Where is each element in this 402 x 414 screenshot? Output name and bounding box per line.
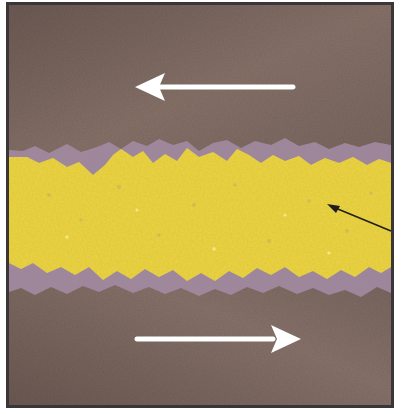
fault-gouge-band: [9, 148, 391, 281]
figure-panel: [6, 2, 394, 408]
fault-cross-section-svg: [9, 5, 391, 405]
